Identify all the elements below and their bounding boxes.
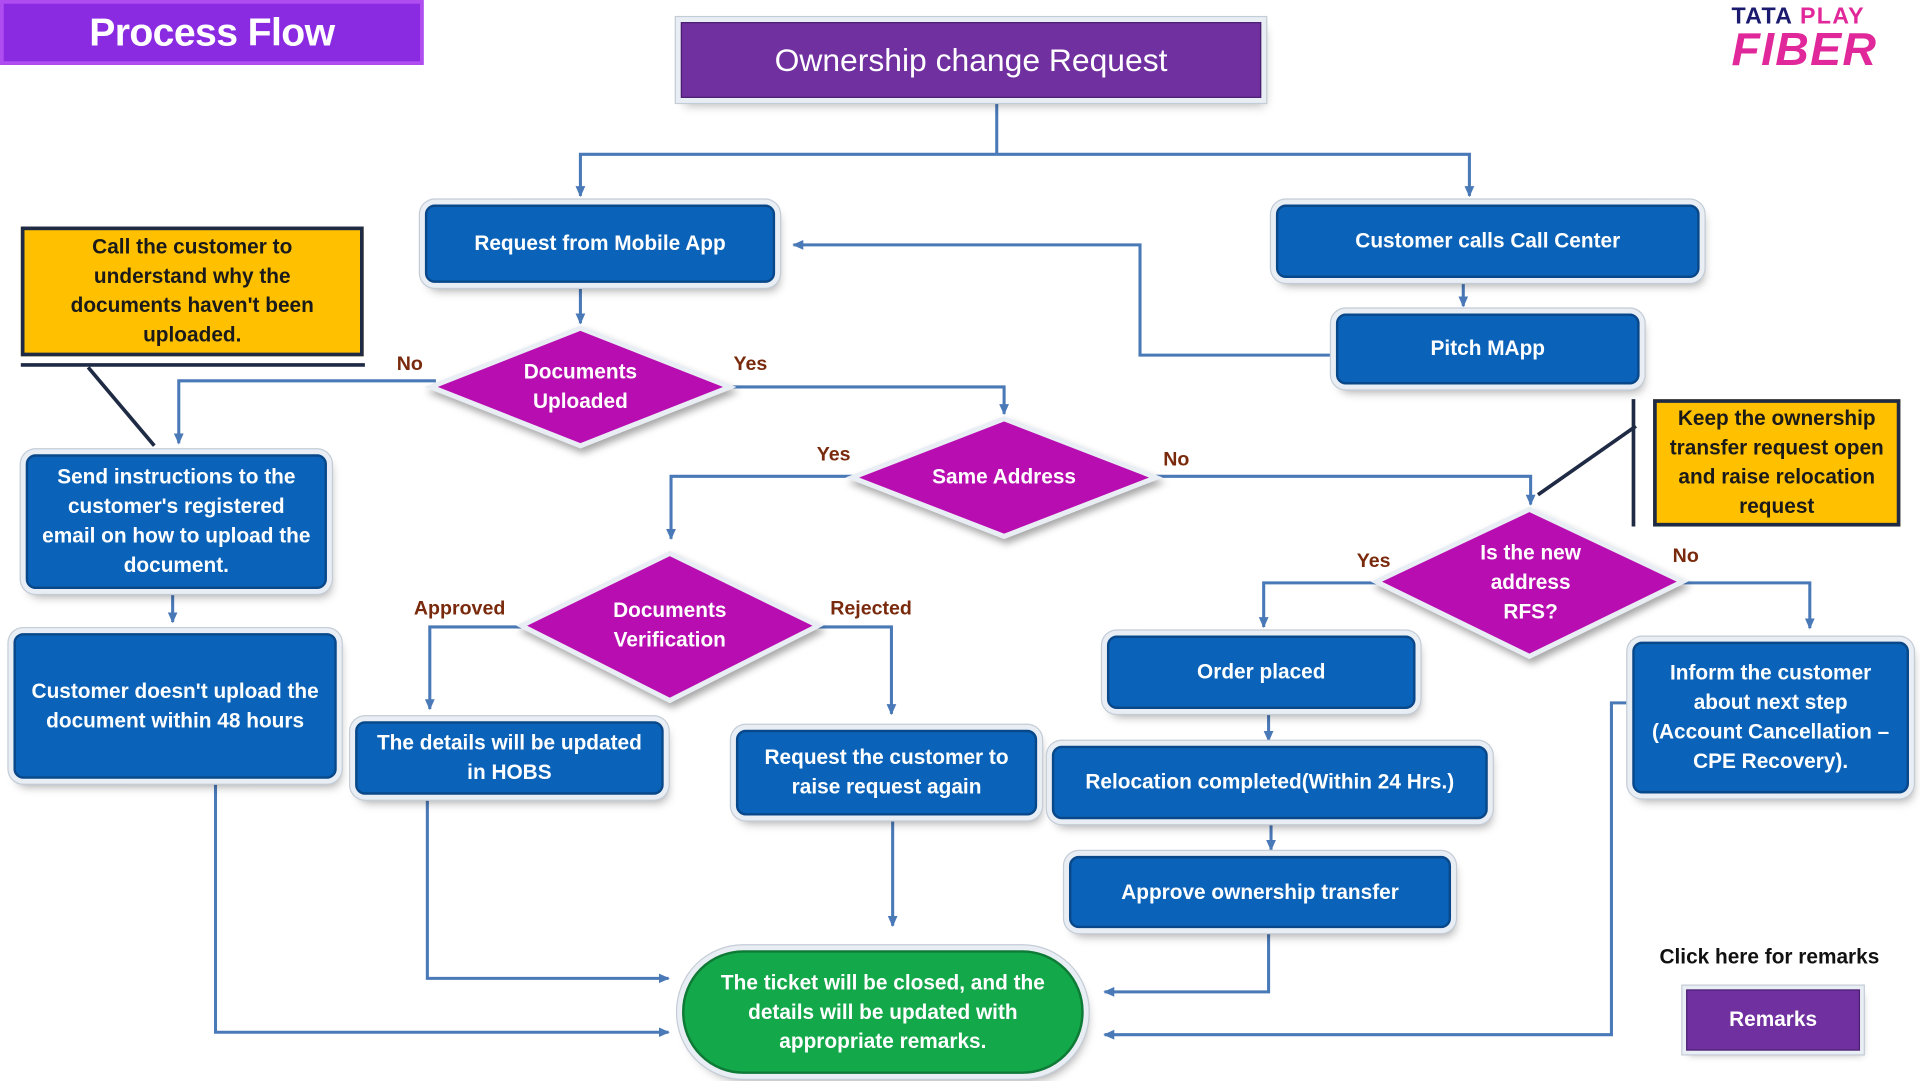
note-call-customer: Call the customer to understand why the …: [20, 226, 364, 357]
decision-docs-verification-label: Documents Verification: [613, 598, 727, 652]
connector-approved: [424, 625, 527, 711]
remarks-caption: Click here for remarks: [1659, 945, 1880, 969]
box-raise-request-again: Request the customer to raise request ag…: [735, 729, 1038, 816]
branch-address-yes: Yes: [816, 444, 851, 466]
branch-uploaded-no: No: [396, 353, 423, 375]
logo-tata-word: TATA: [1731, 3, 1793, 30]
connector-approve-ticket: [1103, 933, 1271, 997]
connector-rfs-no: [1680, 581, 1815, 630]
connector-uploaded-yes: [729, 385, 1009, 416]
box-inform-customer: Inform the customer about next step (Acc…: [1632, 641, 1909, 794]
connector-inform-ticket: [1103, 701, 1629, 1040]
connector-noupload-ticket: [213, 783, 670, 1038]
connector-header-left: [575, 152, 997, 198]
ownership-change-header: Ownership change Request: [680, 22, 1262, 98]
decision-new-address-rfs: [1370, 506, 1689, 660]
branch-rfs-yes: Yes: [1356, 551, 1391, 572]
callout-pointer-right: [1536, 424, 1637, 497]
branch-address-no: No: [1163, 449, 1190, 471]
branch-rejected: Rejected: [830, 598, 912, 620]
box-order-placed: Order placed: [1106, 635, 1416, 709]
decision-docs-verification: [516, 550, 824, 704]
decision-docs-uploaded: [424, 325, 737, 449]
box-pitch-mapp: Pitch MApp: [1335, 313, 1640, 385]
logo-play-word: PLAY: [1792, 3, 1865, 30]
end-ticket-closed: The ticket will be closed, and the detai…: [682, 950, 1084, 1074]
decision-same-address-label: Same Address: [932, 465, 1077, 489]
decision-new-address-rfs-label: Is the new address RFS?: [1480, 541, 1581, 624]
branch-uploaded-yes: Yes: [733, 353, 768, 375]
decision-same-address: [845, 416, 1163, 539]
box-details-updated-hobs: The details will be updated in HOBS: [355, 721, 664, 795]
box-approve-ownership-transfer: Approve ownership transfer: [1068, 855, 1452, 929]
branch-rfs-no: No: [1672, 546, 1699, 567]
connector-rfs-yes: [1258, 581, 1379, 629]
box-no-upload-48-hours: Customer doesn't upload the document wit…: [13, 633, 337, 779]
connector-pitch-mobile: [792, 240, 1335, 357]
box-request-mobile-app: Request from Mobile App: [424, 204, 776, 283]
logo-top-text: TATA PLAY: [1731, 4, 1864, 31]
remarks-button[interactable]: Remarks: [1686, 989, 1861, 1051]
branch-approved: Approved: [413, 598, 506, 620]
connector-address-yes: [666, 474, 855, 541]
connector-rejected: [815, 625, 897, 716]
process-flow-title: Process Flow: [0, 0, 424, 65]
connector-hobs-ticket: [425, 798, 670, 984]
callout-pointer-left: [86, 366, 156, 447]
decision-docs-uploaded-label: Documents Uploaded: [523, 360, 638, 413]
logo-bottom-text: FIBER: [1731, 24, 1878, 76]
note-keep-ownership-open: Keep the ownership transfer request open…: [1653, 399, 1901, 527]
box-relocation-completed: Relocation completed(Within 24 Hrs.): [1051, 745, 1488, 820]
box-customer-calls-call-center: Customer calls Call Center: [1275, 204, 1700, 278]
connector-address-no: [1155, 474, 1536, 506]
box-send-instructions: Send instructions to the customer's regi…: [25, 454, 327, 589]
connector-uploaded-no: [173, 379, 436, 445]
connector-header-right: [996, 152, 1475, 198]
